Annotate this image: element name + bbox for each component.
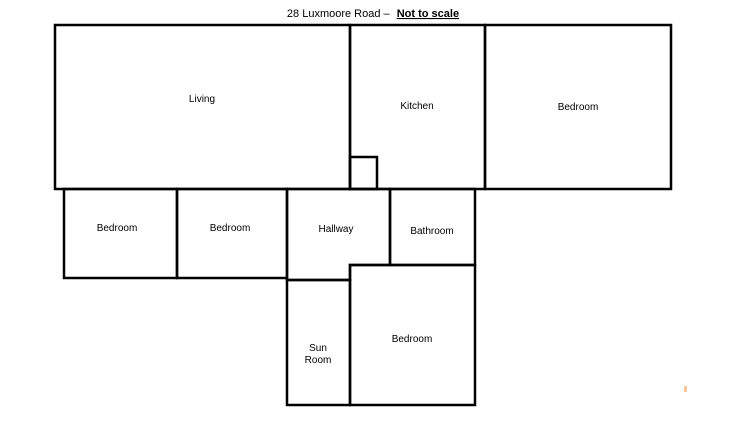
room-bedroom-bottom xyxy=(348,263,477,407)
label-sun-room-line1: Sun xyxy=(309,343,327,354)
stray-mark xyxy=(684,386,687,392)
label-bedroom-top-right: Bedroom xyxy=(558,102,599,113)
label-living: Living xyxy=(189,94,215,105)
label-sun-room-line2: Room xyxy=(305,355,332,366)
room-bedroom-top-right xyxy=(483,23,673,191)
plan-title: 28 Luxmoore Road – Not to scale xyxy=(287,8,459,20)
label-bathroom: Bathroom xyxy=(410,226,453,237)
label-hallway: Hallway xyxy=(318,224,353,235)
kitchen-cupboard xyxy=(348,155,379,191)
label-bedroom-left-2: Bedroom xyxy=(210,223,251,234)
room-living xyxy=(53,23,352,191)
plan-title-scale-note: Not to scale xyxy=(397,8,459,20)
label-bedroom-left-1: Bedroom xyxy=(97,223,138,234)
label-kitchen: Kitchen xyxy=(400,101,433,112)
label-bedroom-bottom: Bedroom xyxy=(392,334,433,345)
plan-title-address: 28 Luxmoore Road – xyxy=(287,8,391,20)
